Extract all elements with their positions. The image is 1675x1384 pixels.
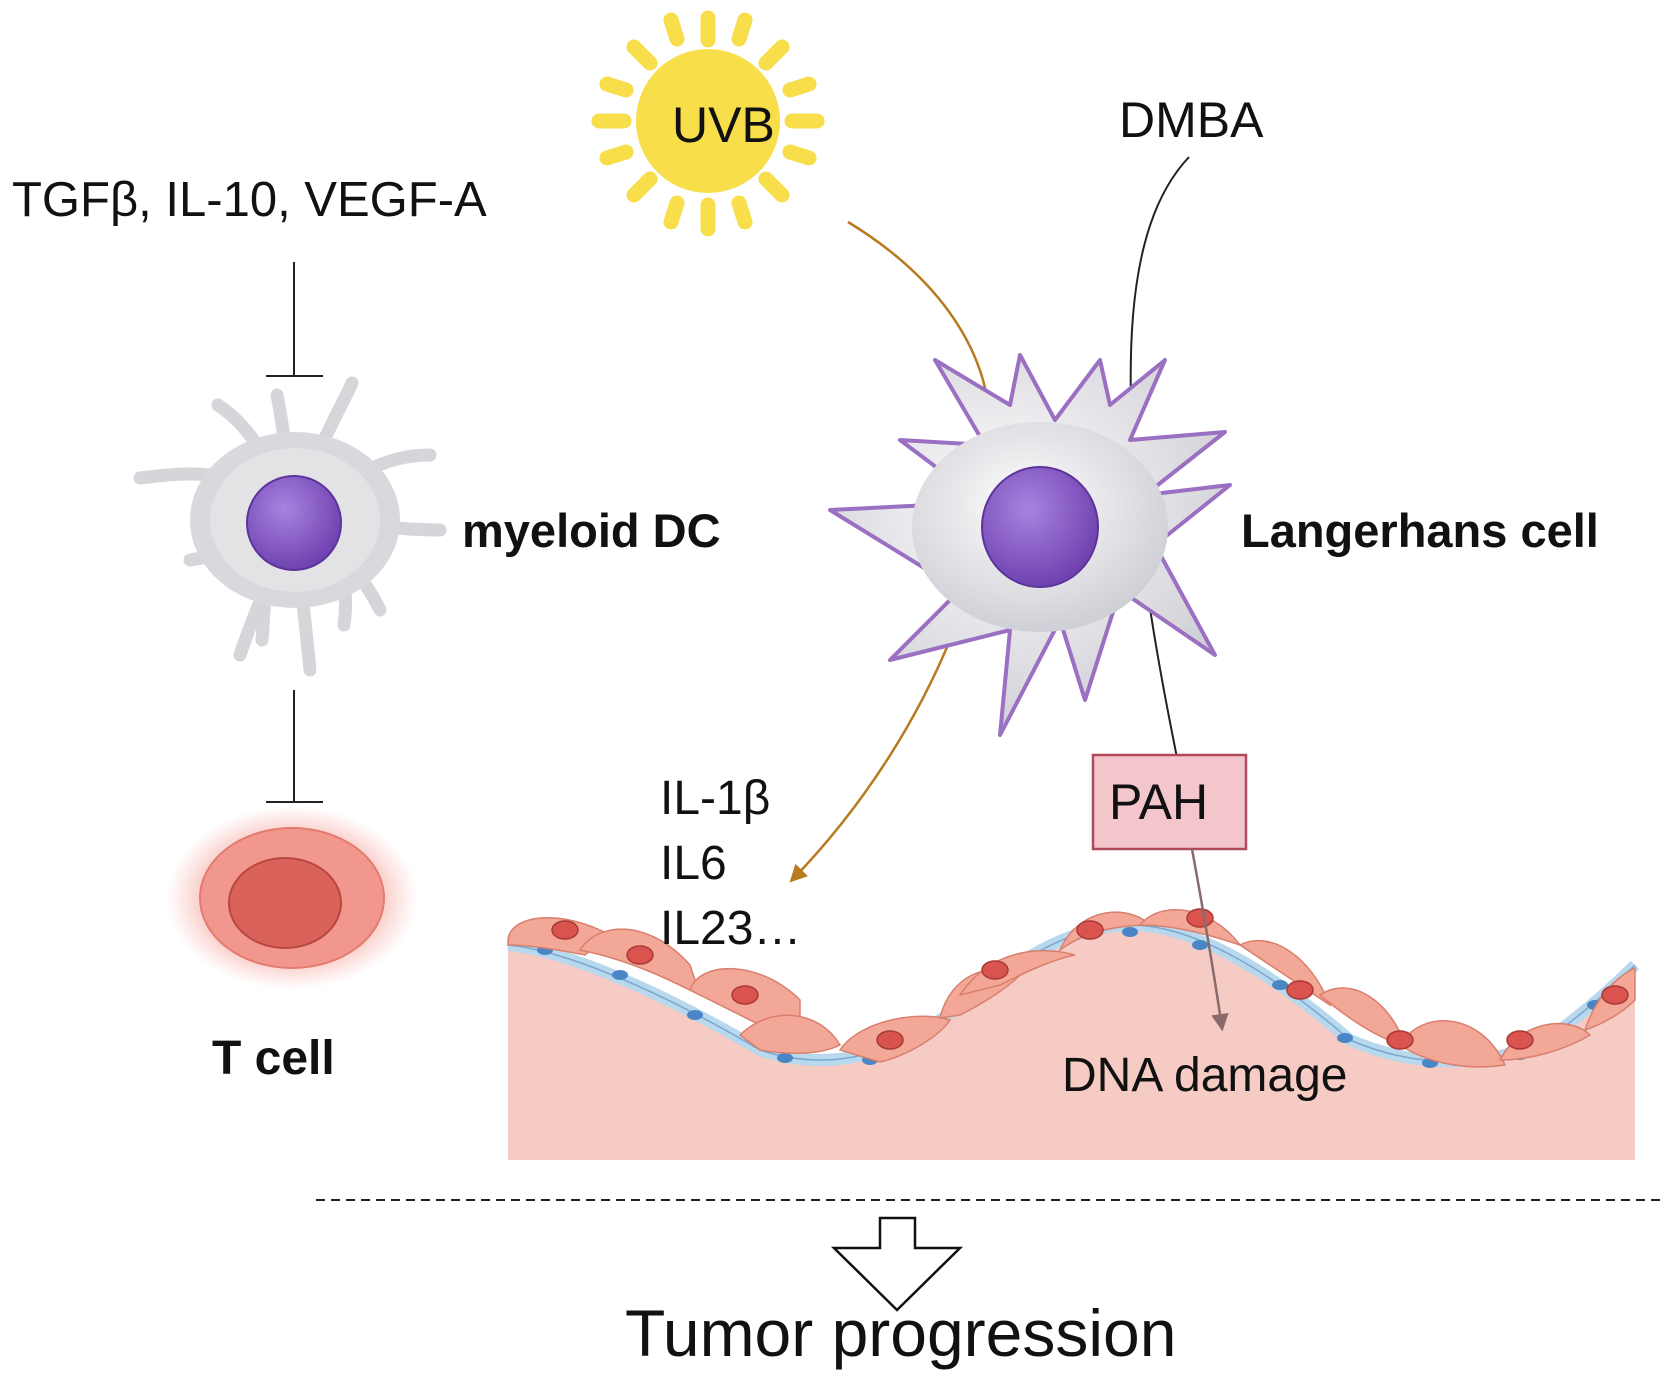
cytokine-label: IL-1β <box>660 772 771 825</box>
langerhans-cell-label: Langerhans cell <box>1241 504 1599 557</box>
langerhans-cell-icon <box>828 353 1232 737</box>
down-arrow-icon <box>830 1216 964 1312</box>
inhibition-arrow-top <box>266 262 323 377</box>
dna-damage-arrow <box>1190 848 1229 1032</box>
pah-label: PAH <box>1109 774 1209 830</box>
skin-tissue-icon <box>507 908 1640 1160</box>
t-cell-icon <box>166 806 418 990</box>
tumor-progression-label: Tumor progression <box>625 1296 1177 1370</box>
pah-box <box>1091 753 1248 851</box>
uvb-label: UVB <box>672 97 775 153</box>
cytokine-arrow <box>789 619 960 883</box>
uvb-sun-icon <box>591 10 825 237</box>
inhibition-arrow-bottom <box>266 690 323 803</box>
t-cell-label: T cell <box>212 1032 335 1085</box>
dmba-label: DMBA <box>1119 92 1264 148</box>
inhibitors-label: TGFβ, IL-10, VEGF-A <box>12 173 487 227</box>
dna-damage-label: DNA damage <box>1062 1049 1348 1102</box>
myeloid-dc-label: myeloid DC <box>462 504 721 557</box>
myeloid-dc-icon <box>133 376 447 677</box>
cytokine-label: IL23… <box>660 902 802 955</box>
cytokine-label: IL6 <box>660 837 727 890</box>
